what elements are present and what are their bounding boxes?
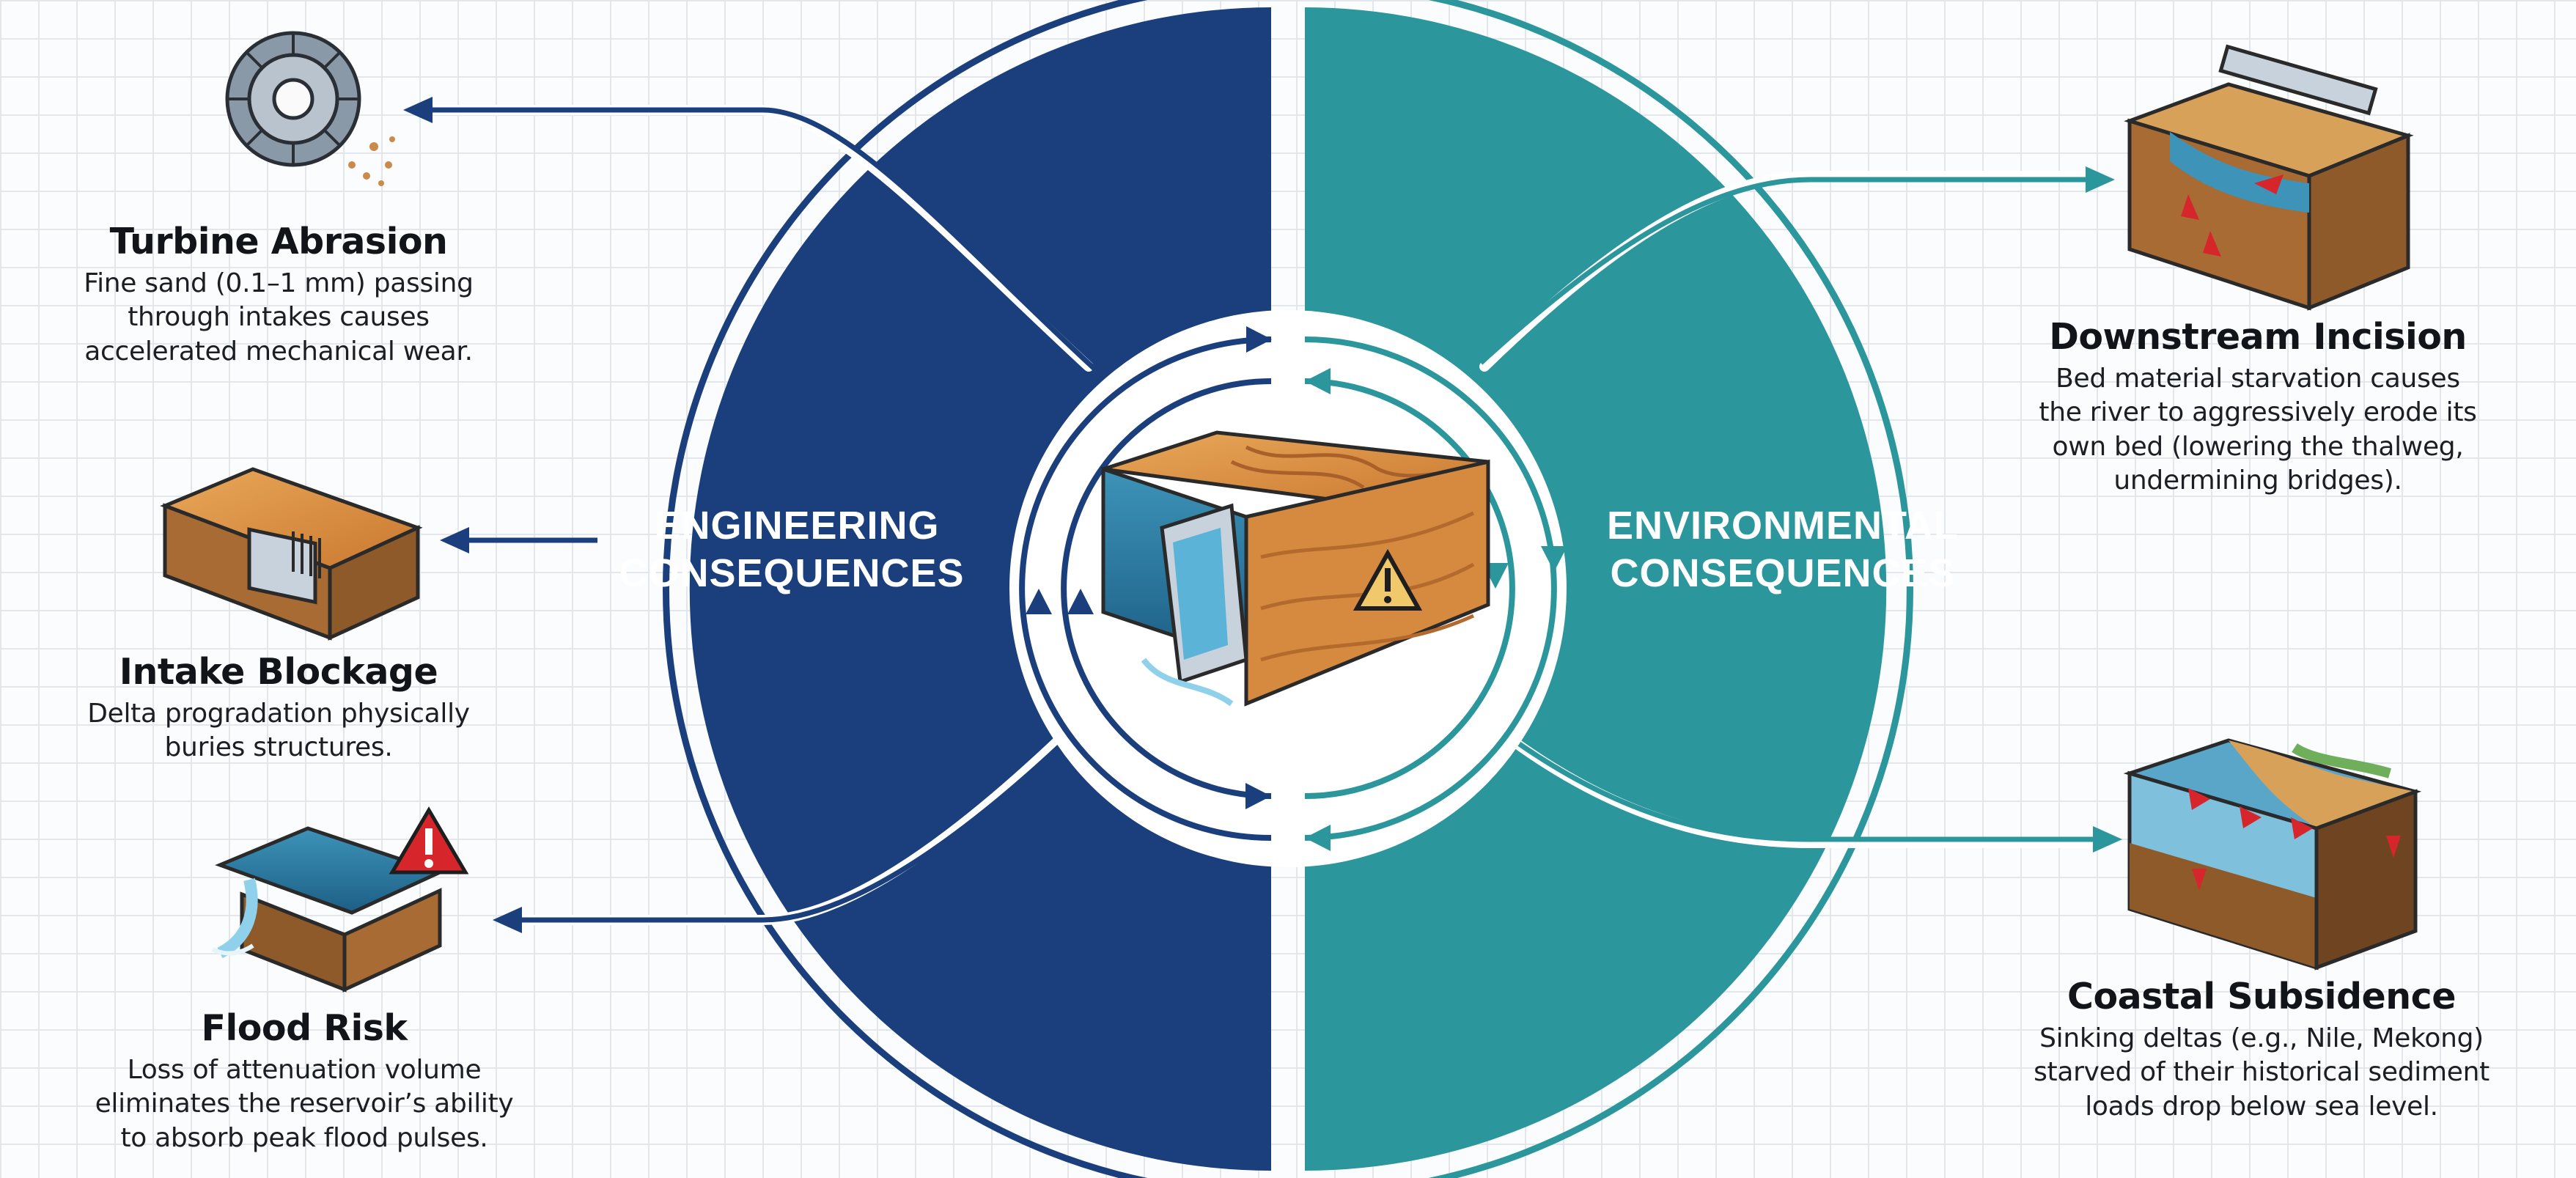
arrow-coastal-subsidence [1482,716,2122,853]
flood-risk-title: Flood Risk [201,1007,408,1049]
environmental-label-line1: ENVIRONMENTAL [1607,504,1959,548]
coastal-subsidence-title: Coastal Subsidence [2067,976,2456,1017]
left-half-disc [689,7,1271,1171]
environmental-label-line2: CONSEQUENCES [1610,551,1955,595]
arrow-downstream-incision [1479,166,2115,365]
intake-blockage-title: Intake Blockage [119,651,438,693]
right-half-disc [1305,7,1887,1171]
engineering-label-line1: ENGINEERING [654,504,939,548]
flood-risk-block: Flood Risk Loss of attenuation volume el… [73,1007,535,1155]
downstream-incision-title: Downstream Incision [2049,316,2467,358]
dam-sediment-icon [1101,430,1490,707]
turbine-abrasion-line-2: through intakes causes [128,302,430,333]
intake-blockage-line-1: Delta progradation physically [87,699,470,729]
flood-risk-line-3: to absorb peak flood pulses. [120,1122,488,1153]
turbine-abrasion-title: Turbine Abrasion [109,221,448,262]
turbine-icon [225,31,395,186]
turbine-abrasion-block: Turbine Abrasion Fine sand (0.1–1 mm) pa… [59,221,498,369]
downstream-incision-block: Downstream Incision Bed material starvat… [2009,316,2507,498]
outer-ring-right [1428,0,1913,1178]
downstream-incision-line-1: Bed material starvation causes [2056,364,2460,394]
downstream-incision-line-3: own bed (lowering the thalweg, [2052,431,2464,462]
outer-ring-left [663,0,1148,1178]
flood-reservoir-icon [211,826,445,993]
intake-blockage-block: Intake Blockage Delta progradation physi… [73,651,484,765]
riverbed-incision-icon [2124,44,2414,311]
downstream-incision-line-2: the river to aggressively erode its [2039,397,2477,428]
flood-risk-line-1: Loss of attenuation volume [127,1055,482,1086]
arrow-flood-risk [493,720,1087,933]
arrow-intake-blockage [440,527,597,553]
downstream-incision-line-4: undermining bridges). [2113,465,2402,496]
intake-icon [160,467,423,641]
arrow-turbine-abrasion [403,97,1098,372]
turbine-abrasion-line-3: accelerated mechanical wear. [84,336,473,367]
coastal-subsidence-line-3: loads drop below sea level. [2085,1091,2438,1122]
engineering-label-line2: CONSEQUENCES [619,551,964,595]
coastal-subsidence-block: Coastal Subsidence Sinking deltas (e.g.,… [2009,976,2514,1124]
intake-blockage-line-2: buries structures. [164,732,393,763]
coastal-subsidence-line-1: Sinking deltas (e.g., Nile, Mekong) [2039,1023,2484,1054]
turbine-abrasion-line-1: Fine sand (0.1–1 mm) passing [84,268,474,299]
warning-icon [389,806,469,875]
flood-risk-line-2: eliminates the reservoir’s ability [95,1089,514,1119]
delta-subsidence-icon [2123,738,2422,971]
coastal-subsidence-line-2: starved of their historical sediment [2034,1057,2489,1088]
